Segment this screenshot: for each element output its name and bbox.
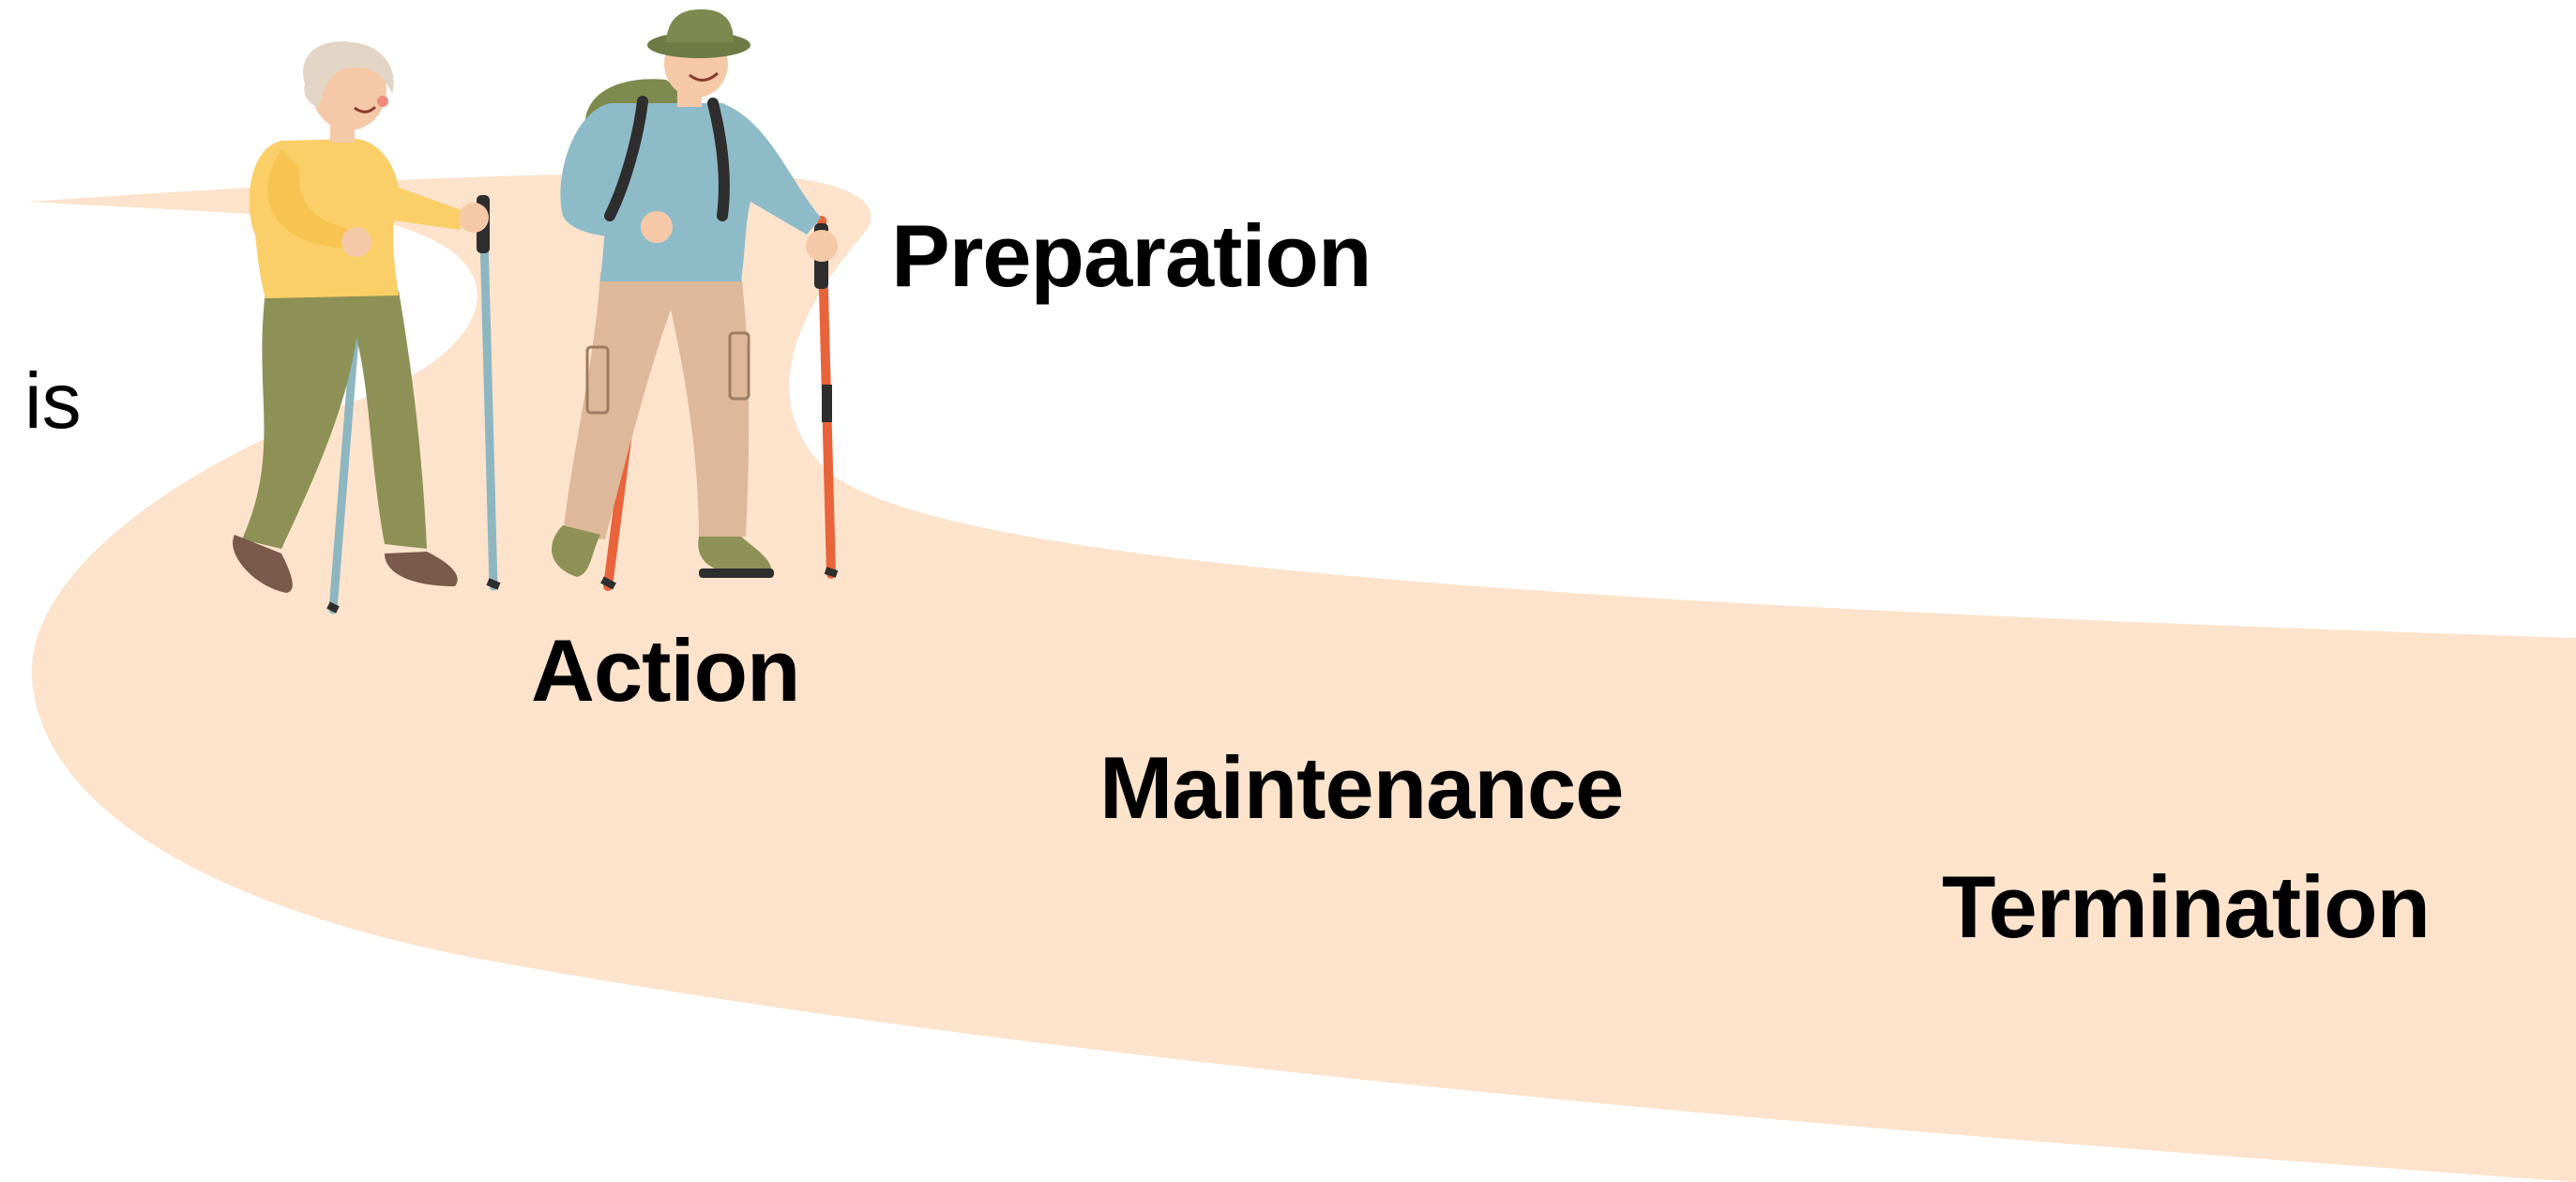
stage-termination: Termination [1942, 863, 2430, 951]
stage-maintenance: Maintenance [1099, 744, 1623, 832]
stage-action: Action [531, 627, 799, 715]
stage-preparation: Preparation [891, 212, 1371, 300]
lead-text: is [24, 361, 82, 440]
winding-path [28, 174, 2576, 1182]
